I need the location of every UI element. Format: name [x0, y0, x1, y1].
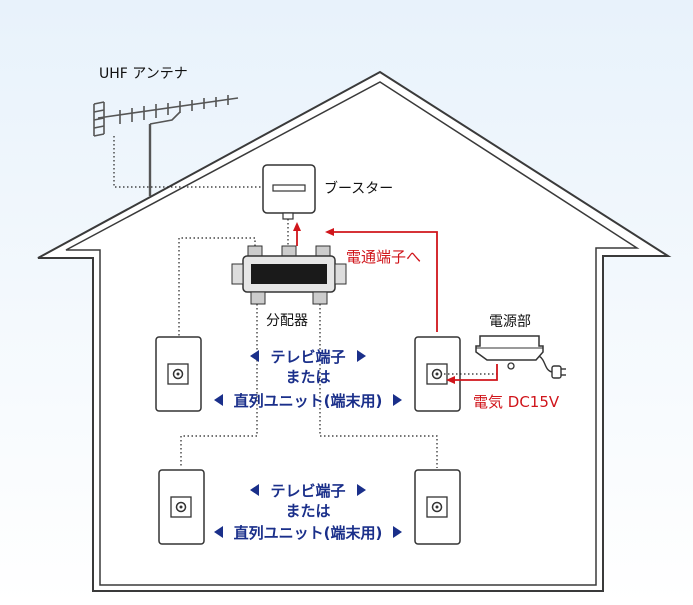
power-unit-icon	[475, 335, 566, 379]
booster-unit	[262, 164, 316, 220]
power-feed-line	[293, 222, 438, 332]
note-line-2: または	[285, 368, 330, 386]
cable-to-lower-right-outlet	[319, 304, 438, 468]
note-line-3: 直列ユニット(端末用)	[234, 524, 383, 542]
left-arrow-icon	[214, 526, 223, 538]
uhf-antenna-icon	[93, 95, 239, 196]
power-unit-label: 電源部	[489, 314, 531, 330]
left-arrow-icon	[250, 350, 259, 362]
antenna-cable	[113, 136, 262, 188]
cable-to-upper-left-outlet	[178, 237, 256, 337]
right-arrow-icon	[393, 526, 402, 538]
left-arrow-icon	[214, 394, 223, 406]
outlet-note-upper: テレビ端子 または 直列ユニット(端末用)	[214, 348, 402, 410]
right-arrow-icon	[357, 350, 366, 362]
tv-outlet-upper-right	[414, 336, 461, 412]
power-terminal-label: 電通端子へ	[346, 248, 421, 266]
note-line-3: 直列ユニット(端末用)	[234, 392, 383, 410]
right-arrow-icon	[357, 484, 366, 496]
tv-outlet-upper-left	[155, 336, 202, 412]
tv-outlet-lower-left	[158, 469, 205, 545]
note-line-1: テレビ端子	[270, 482, 345, 500]
power-supply-arrow	[446, 364, 498, 384]
outlet-note-lower: テレビ端子 または 直列ユニット(端末用)	[214, 482, 402, 542]
right-arrow-icon	[393, 394, 402, 406]
note-line-1: テレビ端子	[270, 348, 345, 366]
power-spec-label: 電気 DC15V	[473, 393, 560, 411]
house-outline-inner	[65, 81, 640, 586]
booster-label: ブースター	[324, 180, 393, 197]
antenna-label: UHF アンテナ	[99, 66, 188, 82]
note-line-2: または	[285, 502, 330, 520]
splitter-unit	[231, 245, 347, 305]
cable-to-lower-left-outlet	[180, 304, 258, 468]
tv-outlet-lower-right	[414, 469, 461, 545]
left-arrow-icon	[250, 484, 259, 496]
splitter-label: 分配器	[266, 313, 308, 329]
